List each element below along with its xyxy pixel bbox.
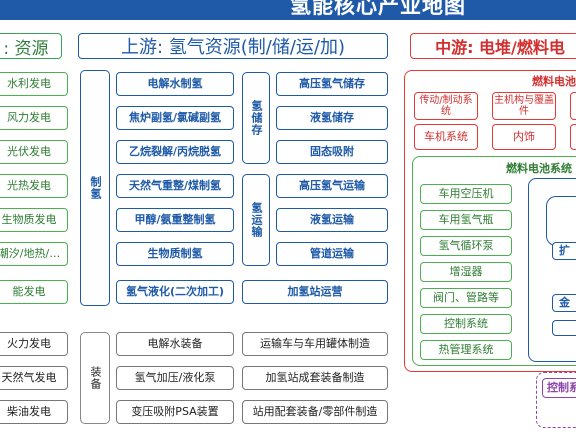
system-item-valves: 阀门、管路等: [420, 288, 512, 308]
top-banner: 氢能核心产业地图: [0, 0, 576, 20]
equipment-item-compressor: 氢气加压/液化泵: [116, 366, 234, 390]
fuel-cell-system-title: 燃料电池系统: [506, 162, 572, 175]
energy-item-hydro: 水利发电: [0, 72, 68, 96]
energy-item-other: 能发电: [0, 280, 68, 304]
energy-resource-header: : 资源: [0, 33, 62, 59]
vehicle-item-drivetrain: 传动/制动系统: [414, 92, 478, 120]
vehicle-item-interior: 内饰: [492, 124, 556, 150]
energy-item-solar-thermal: 光热发电: [0, 174, 68, 198]
control-item: 控制系: [542, 378, 576, 398]
production-item-cracking: 乙烷裂解/丙烷脱氢: [116, 140, 234, 164]
transport-item-pipeline: 管道运输: [276, 242, 388, 266]
production-item-methanol: 甲醇/氨重整制氢: [116, 208, 234, 232]
equipment-item-station-parts: 站用配套装备/零部件制造: [242, 400, 388, 424]
energy-item-tidal: 潮汐/地热/…: [0, 242, 68, 266]
transport-label: 氢运输: [242, 174, 270, 266]
control-frame: [536, 372, 576, 428]
production-label: 制氢: [80, 70, 110, 306]
production-item-liquefaction: 氢气液化(二次加工): [116, 280, 234, 304]
production-item-byproduct: 焦炉副氢/氯碱副氢: [116, 106, 234, 130]
production-item-electrolysis: 电解水制氢: [116, 72, 234, 96]
stack-item-metal: 金: [552, 294, 576, 312]
equipment-item-psa: 变压吸附PSA装置: [116, 400, 234, 424]
midstream-outer-title: 燃料电池: [532, 75, 576, 88]
energy-item-thermal: 火力发电: [0, 332, 68, 356]
equipment-label: 装备: [80, 332, 110, 424]
station-operation: 加氢站运营: [242, 280, 388, 304]
page-title: 氢能核心产业地图: [290, 0, 466, 18]
system-item-tank: 车用氢气瓶: [420, 210, 512, 230]
stack-item-diffusion: 扩: [552, 242, 576, 260]
transport-item-liquid: 液氢运输: [276, 208, 388, 232]
stack-item-clipped: [552, 320, 576, 336]
system-item-control: 控制系统: [420, 314, 512, 334]
storage-item-high-pressure: 高压氢气储存: [276, 72, 388, 96]
upstream-header: 上游: 氢气资源(制/储/运/加): [78, 33, 388, 59]
system-item-humidifier: 增湿器: [420, 262, 512, 282]
energy-item-biomass: 生物质发电: [0, 208, 68, 232]
equipment-item-station-set: 加氢站成套装备制造: [242, 366, 388, 390]
vehicle-item-infotainment: 车机系统: [414, 124, 478, 150]
stack-inner-frame: [546, 196, 576, 246]
system-item-thermal: 热管理系统: [420, 340, 512, 360]
system-item-pump: 氢气循环泵: [420, 236, 512, 256]
production-item-reforming: 天然气重整/煤制氢: [116, 174, 234, 198]
stack-frame: [528, 178, 576, 362]
equipment-item-transport-tank: 运输车与车用罐体制造: [242, 332, 388, 356]
energy-item-gas: 天然气发电: [0, 366, 68, 390]
storage-item-liquid: 液氢储存: [276, 106, 388, 130]
equipment-item-electrolyzer: 电解水装备: [116, 332, 234, 356]
midstream-header: 中游: 电堆/燃料电: [410, 33, 576, 59]
energy-item-pv: 光伏发电: [0, 140, 68, 164]
midstream-outer-frame: [404, 70, 576, 372]
system-item-compressor: 车用空压机: [420, 184, 512, 204]
energy-item-wind: 风力发电: [0, 106, 68, 130]
vehicle-item-clipped-1: [570, 92, 576, 120]
vehicle-item-body: 主机构与覆盖件: [492, 92, 556, 120]
production-item-biomass: 生物质制氢: [116, 242, 234, 266]
vehicle-item-clipped-2: [570, 124, 576, 150]
storage-label: 氢储存: [242, 72, 270, 164]
energy-item-diesel: 柴油发电: [0, 400, 68, 424]
fuel-cell-system-frame: [412, 156, 576, 366]
transport-item-high-pressure: 高压氢气运输: [276, 174, 388, 198]
storage-item-solid: 固态吸附: [276, 140, 388, 164]
